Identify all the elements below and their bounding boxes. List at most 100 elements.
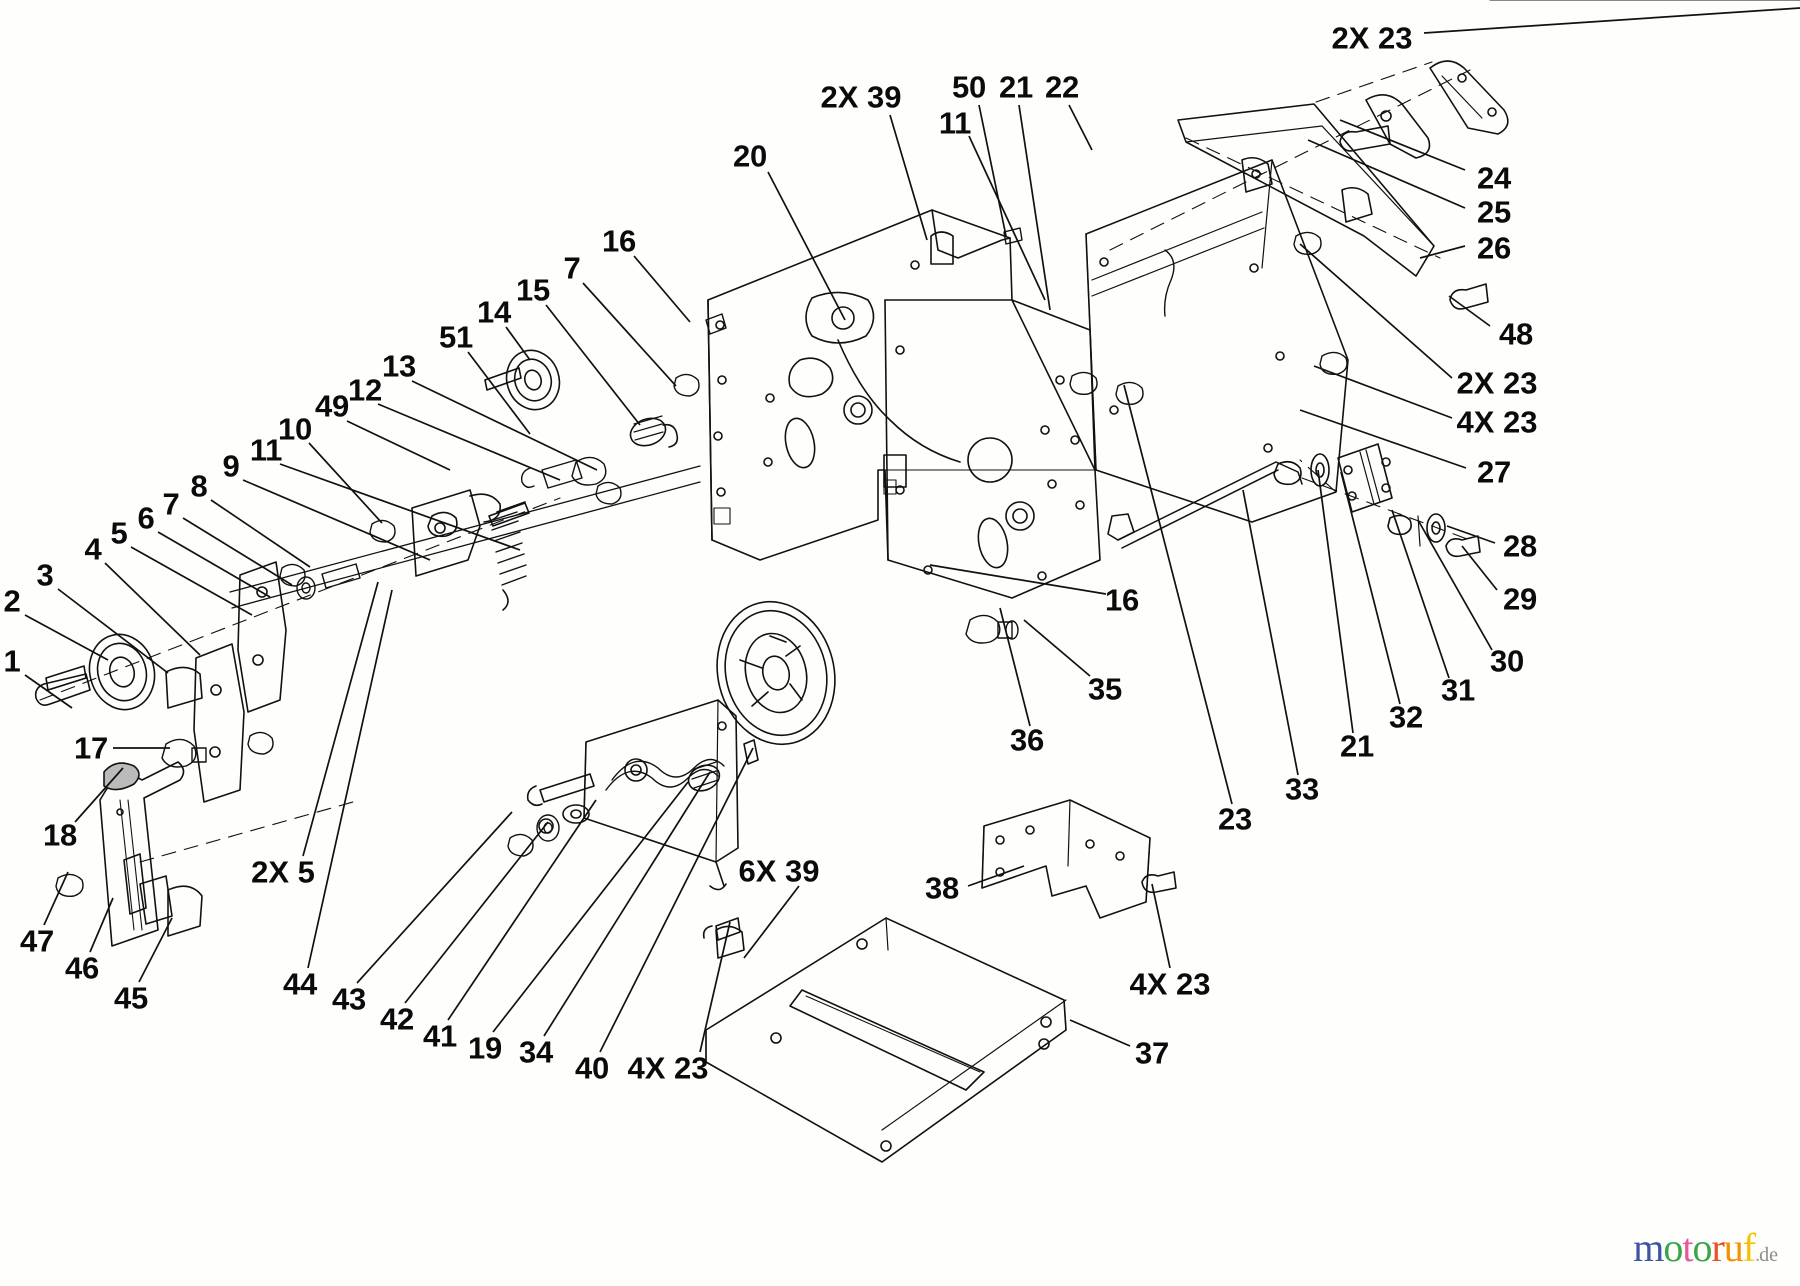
leader-19 <box>492 781 689 1033</box>
callout-7: 7 <box>162 486 180 522</box>
callout-14: 14 <box>477 294 511 330</box>
leader-7-left <box>182 517 293 586</box>
callout-28: 28 <box>1503 528 1537 564</box>
callout-26: 26 <box>1477 230 1511 266</box>
leader-47 <box>43 871 69 926</box>
callout-24: 24 <box>1477 160 1511 196</box>
callout-11: 11 <box>249 432 283 468</box>
callout-1: 1 <box>3 643 21 679</box>
callout-43: 43 <box>332 981 366 1017</box>
callout-50: 50 <box>952 69 986 105</box>
leader-4x23-right <box>1313 365 1453 419</box>
watermark-letter-u: u <box>1723 1225 1744 1270</box>
leader-1 <box>24 674 73 709</box>
leader-11-left <box>279 463 521 551</box>
leader-40 <box>599 747 754 1053</box>
callout-6x-39: 6X 39 <box>738 853 820 889</box>
hardware-fasteners <box>55 227 1348 897</box>
callout-2x-23: 2X 23 <box>1331 20 1413 56</box>
callout-32: 32 <box>1389 699 1423 735</box>
leader-28 <box>1446 525 1496 544</box>
bottom-plate-37 <box>702 917 1067 1163</box>
callout-21: 21 <box>999 69 1033 105</box>
leader-6x39 <box>743 885 800 959</box>
callout-7: 7 <box>563 250 581 286</box>
leader-50 <box>978 104 1007 237</box>
leader-13 <box>411 380 598 471</box>
callout-35: 35 <box>1088 671 1122 707</box>
callout-2x-39: 2X 39 <box>820 79 902 115</box>
leader-46 <box>89 897 114 953</box>
callout-20: 20 <box>733 138 767 174</box>
watermark-letter-r: r <box>1711 1225 1724 1270</box>
leader-2x23-top <box>1423 7 1800 34</box>
callout-41: 41 <box>423 1018 457 1054</box>
leader-22 <box>1068 104 1093 151</box>
leader-23-right <box>1123 384 1233 805</box>
leader-49 <box>346 420 451 471</box>
callout-16: 16 <box>602 223 636 259</box>
leader-16-top <box>633 255 691 323</box>
leader-7-top <box>582 282 677 387</box>
leader-30 <box>1417 519 1493 651</box>
leader-35 <box>1023 619 1091 677</box>
callout-47: 47 <box>20 923 54 959</box>
leader-33 <box>1242 489 1299 776</box>
callout-2: 2 <box>3 583 21 619</box>
callout-4: 4 <box>84 531 102 567</box>
leader-4 <box>104 562 201 656</box>
watermark-letter-m: m <box>1633 1225 1664 1270</box>
leader-38 <box>967 865 1025 887</box>
callout-4x-23: 4X 23 <box>1129 966 1211 1002</box>
callout-19: 19 <box>468 1030 502 1066</box>
callout-29: 29 <box>1503 581 1537 617</box>
callout-31: 31 <box>1441 672 1475 708</box>
callout-10: 10 <box>278 411 312 447</box>
watermark-letter-o: o <box>1692 1225 1712 1270</box>
right-rod-coupler <box>1107 443 1481 558</box>
deflector-panel <box>1085 159 1349 523</box>
leader-37 <box>1069 1019 1131 1047</box>
leader-6 <box>157 531 271 598</box>
leader-26 <box>1419 245 1466 259</box>
leader-41 <box>447 799 597 1021</box>
leader-11-top <box>968 135 1046 301</box>
callout-15: 15 <box>516 272 550 308</box>
spring-34 <box>687 761 721 792</box>
callout-51: 51 <box>439 319 473 355</box>
leader-48 <box>1448 295 1491 327</box>
callout-34: 34 <box>519 1034 553 1070</box>
callout-30: 30 <box>1490 643 1524 679</box>
callout-16: 16 <box>1105 582 1139 618</box>
callout-40: 40 <box>575 1050 609 1086</box>
watermark-dot: . <box>1755 1244 1760 1266</box>
leader-44 <box>307 589 393 969</box>
leader-20 <box>767 171 846 321</box>
leader-15 <box>545 304 641 426</box>
leader-14 <box>505 326 531 361</box>
watermark-letter-t: t <box>1682 1225 1693 1270</box>
leader-31 <box>1391 509 1450 679</box>
leader-29 <box>1461 545 1498 591</box>
watermark-letter-f: f <box>1742 1225 1756 1270</box>
leader-27 <box>1299 409 1467 469</box>
leader-2x5 <box>302 581 379 857</box>
callout-8: 8 <box>190 468 208 504</box>
leader-34 <box>543 771 711 1037</box>
motoruf-watermark: motoruf.de <box>1633 1228 1778 1268</box>
leader-21-top <box>1018 104 1051 311</box>
leader-36 <box>999 607 1031 727</box>
callout-12: 12 <box>348 372 382 408</box>
callout-25: 25 <box>1477 194 1511 230</box>
callout-21: 21 <box>1340 728 1374 764</box>
callout-42: 42 <box>380 1001 414 1037</box>
callout-3: 3 <box>36 557 54 593</box>
leader-51 <box>467 351 531 435</box>
callout-45: 45 <box>114 980 148 1016</box>
callout-13: 13 <box>382 348 416 384</box>
leader-4x23-lowerright <box>1151 883 1171 969</box>
callout-49: 49 <box>315 388 349 424</box>
leader-16-mid <box>929 564 1107 595</box>
tension-spring-51 <box>488 501 530 611</box>
